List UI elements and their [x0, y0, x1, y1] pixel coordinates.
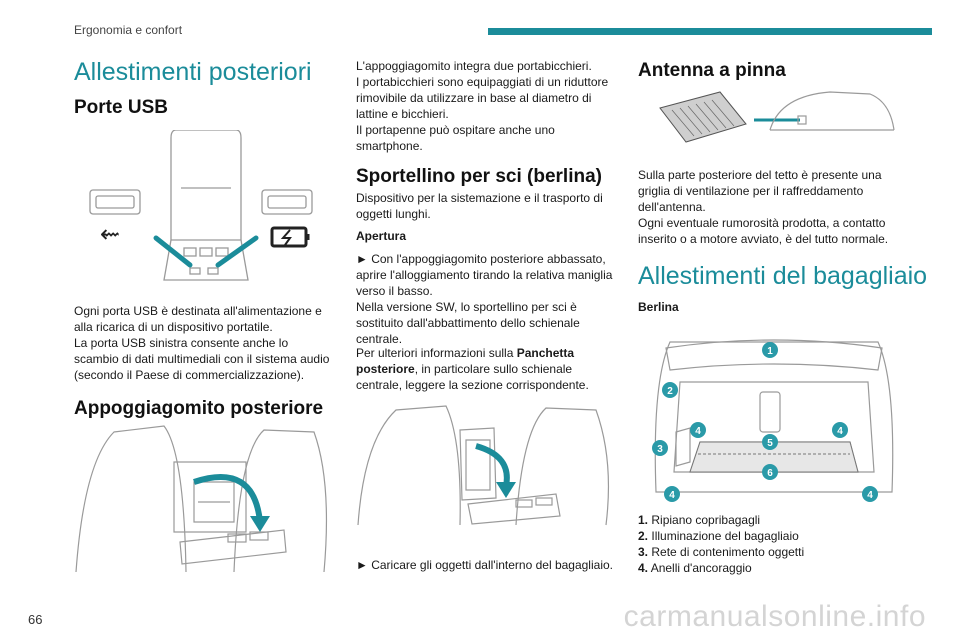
armrest-heading: Appoggiagomito posteriore [74, 398, 324, 419]
marker-3: 3 [657, 444, 663, 455]
list-item: 1. Ripiano copribagagli [638, 512, 900, 528]
legend-label: Illuminazione del bagagliaio [651, 529, 799, 543]
trunk-markers: 1 2 3 4 4 5 6 4 4 [652, 342, 878, 502]
luggage-title: Allestimenti del bagagliaio [638, 262, 928, 290]
usb-ports-illustration: ⇜ [89, 130, 313, 281]
list-item: 2. Illuminazione del bagagliaio [638, 528, 900, 544]
legend-label: Ripiano copribagagli [651, 513, 761, 527]
usb-paragraph-2: La porta USB sinistra consente anche lo … [74, 336, 330, 382]
legend-label: Rete di contenimento oggetti [651, 545, 805, 559]
legend-number: 1. [638, 513, 649, 527]
antenna-paragraph-2: Ogni eventuale rumorosità prodotta, a co… [638, 216, 889, 246]
ski-step-3-pre: Per ulteriori informazioni sulla [356, 346, 517, 360]
marker-4a: 4 [695, 426, 701, 437]
luggage-legend-list: 1. Ripiano copribagagli 2. Illuminazione… [638, 512, 900, 576]
legend-number: 3. [638, 545, 649, 559]
marker-4c: 4 [837, 426, 843, 437]
legend-label: Anelli d'ancoraggio [650, 561, 752, 575]
ski-paragraph-1: Dispositivo per la sistemazione e il tra… [356, 191, 603, 221]
ski-hatch-heading: Sportellino per sci (berlina) [356, 166, 602, 187]
marker-2: 2 [667, 386, 673, 397]
armrest-illustration [75, 425, 328, 573]
battery-icon [270, 226, 310, 248]
usb-paragraph-1: Ogni porta USB è destinata all'alimentaz… [74, 304, 322, 334]
list-item: 4. Anelli d'ancoraggio [638, 560, 900, 576]
ski-step-1: ► Con l'appoggiagomito posteriore abbass… [356, 252, 613, 298]
armrest-paragraph-3: Il portapenne può ospitare anche uno sma… [356, 123, 555, 153]
trunk-illustration: 1 2 3 4 4 5 6 4 4 [652, 339, 894, 502]
marker-4d: 4 [867, 490, 873, 501]
page-number: 66 [28, 612, 43, 627]
legend-number: 4. [638, 561, 649, 575]
usb-heading: Porte USB [74, 97, 168, 118]
ski-subheading-opening: Apertura [356, 229, 407, 243]
antenna-paragraph-1: Sulla parte posteriore del tetto è prese… [638, 168, 882, 214]
ski-step-3-bold: Panchetta posteriore [356, 346, 575, 376]
list-item: 3. Rete di contenimento oggetti [638, 544, 900, 560]
ski-step-2: Nella versione SW, lo sportellino per sc… [356, 300, 580, 346]
header-accent-bar [488, 28, 932, 35]
luggage-subheading-sedan: Berlina [638, 300, 679, 314]
section-title: Allestimenti posteriori [74, 58, 312, 86]
armrest-paragraph-1: L'appoggiagomito integra due portabicchi… [356, 59, 592, 73]
marker-5: 5 [767, 438, 773, 449]
ski-step-3-post: , in particolare sullo schienale central… [356, 362, 589, 392]
watermark: carmanualsonline.info [623, 600, 926, 633]
antenna-heading: Antenna a pinna [638, 60, 786, 81]
ski-step-4: ► Caricare gli oggetti dall'interno del … [356, 558, 613, 572]
svg-text:⇜: ⇜ [100, 220, 120, 248]
legend-number: 2. [638, 529, 649, 543]
armrest-paragraph-2: I portabicchieri sono equipaggiati di un… [356, 75, 609, 121]
marker-6: 6 [767, 468, 773, 479]
marker-1: 1 [767, 346, 773, 357]
marker-4b: 4 [669, 490, 675, 501]
ski-hatch-illustration [357, 405, 610, 526]
running-header: Ergonomia e confort [74, 23, 183, 37]
ski-step-3: Per ulteriori informazioni sulla Panchet… [356, 345, 618, 393]
antenna-illustration [659, 91, 895, 143]
